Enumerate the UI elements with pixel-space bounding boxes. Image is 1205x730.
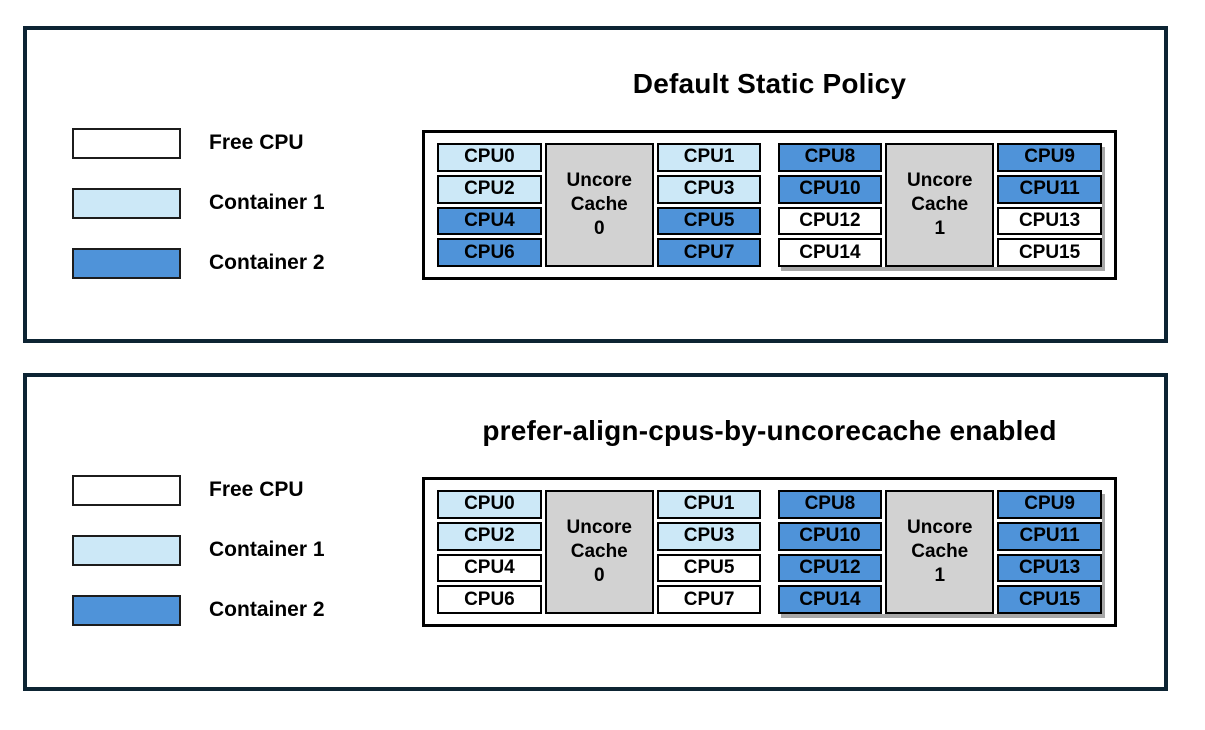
panel-title: prefer-align-cpus-by-uncorecache enabled — [482, 415, 1057, 446]
cpu-cell: CPU14 — [777, 585, 883, 614]
uncore-cache-label-line: Cache — [570, 194, 628, 216]
legend-label: Container 2 — [209, 251, 325, 274]
cpu-column-right: CPU1 CPU3 CPU5 CPU7 — [656, 490, 762, 614]
cpu-cell: CPU7 — [656, 238, 762, 267]
uncore-cache-block: Uncore Cache 0 — [544, 490, 654, 614]
legend-label: Free CPU — [209, 478, 304, 501]
legend-label: Free CPU — [209, 131, 304, 154]
uncore-cache-label-line: 1 — [934, 564, 946, 586]
cpu-topology-diagram: CPU0 CPU2 CPU4 CPU6 Uncore Cache 0 CPU1 … — [422, 130, 1117, 280]
legend-item-container-1: Container 1 — [72, 187, 325, 219]
uncore-cache-group-1: CPU8 CPU10 CPU12 CPU14 Uncore Cache 1 CP… — [777, 490, 1103, 614]
uncore-cache-group-0: CPU0 CPU2 CPU4 CPU6 Uncore Cache 0 CPU1 … — [437, 143, 762, 267]
cpu-cell: CPU5 — [656, 206, 762, 236]
cpu-column-left: CPU0 CPU2 CPU4 CPU6 — [437, 143, 542, 267]
panel-default-static-policy: Default Static Policy Free CPU Container… — [23, 26, 1168, 343]
legend-label: Container 1 — [209, 191, 325, 214]
cpu-column-right: CPU9 CPU11 CPU13 CPU15 — [997, 143, 1102, 267]
cpu-cell: CPU1 — [656, 143, 762, 172]
cpu-cell: CPU12 — [777, 206, 883, 236]
cpu-cell: CPU8 — [777, 143, 883, 172]
legend: Free CPU Container 1 Container 2 — [72, 127, 325, 307]
cpu-topology-diagram: CPU0 CPU2 CPU4 CPU6 Uncore Cache 0 CPU1 … — [422, 477, 1117, 627]
uncore-cache-label-line: 0 — [593, 564, 605, 586]
cpu-cell: CPU10 — [777, 521, 883, 551]
uncore-cache-block: Uncore Cache 1 — [885, 143, 995, 267]
uncore-cache-label-line: 1 — [934, 217, 946, 239]
cpu-column-left: CPU8 CPU10 CPU12 CPU14 — [777, 143, 883, 267]
uncore-cache-label-line: Uncore — [907, 517, 973, 539]
cpu-cell: CPU14 — [777, 238, 883, 267]
cpu-cell: CPU3 — [656, 174, 762, 204]
uncore-cache-block: Uncore Cache 1 — [885, 490, 995, 614]
legend-swatch-free-cpu — [72, 474, 181, 506]
panel-title: Default Static Policy — [632, 68, 907, 99]
legend-item-container-2: Container 2 — [72, 247, 325, 279]
cpu-cell: CPU6 — [437, 238, 542, 267]
uncore-cache-label-line: Uncore — [566, 170, 632, 192]
legend-swatch-free-cpu — [72, 127, 181, 159]
legend-item-free-cpu: Free CPU — [72, 474, 325, 506]
uncore-cache-label-line: Uncore — [566, 517, 632, 539]
legend-swatch-container-1 — [72, 187, 181, 219]
cpu-cell: CPU2 — [437, 521, 542, 551]
cpu-cell: CPU5 — [656, 553, 762, 583]
cpu-cell: CPU0 — [437, 490, 542, 519]
cpu-column-right: CPU9 CPU11 CPU13 CPU15 — [997, 490, 1102, 614]
cpu-column-right: CPU1 CPU3 CPU5 CPU7 — [656, 143, 762, 267]
cpu-cell: CPU9 — [997, 143, 1102, 172]
uncore-cache-group-1: CPU8 CPU10 CPU12 CPU14 Uncore Cache 1 CP… — [777, 143, 1103, 267]
cpu-cell: CPU2 — [437, 174, 542, 204]
cpu-cell: CPU13 — [997, 206, 1102, 236]
cpu-cell: CPU12 — [777, 553, 883, 583]
cpu-cell: CPU15 — [997, 585, 1102, 614]
legend-item-container-1: Container 1 — [72, 534, 325, 566]
legend-label: Container 2 — [209, 598, 325, 621]
cpu-cell: CPU7 — [656, 585, 762, 614]
cpu-cell: CPU6 — [437, 585, 542, 614]
cpu-cell: CPU9 — [997, 490, 1102, 519]
legend-item-free-cpu: Free CPU — [72, 127, 325, 159]
cpu-cell: CPU1 — [656, 490, 762, 519]
uncore-cache-label-line: 0 — [593, 217, 605, 239]
legend-label: Container 1 — [209, 538, 325, 561]
panel-prefer-align-cpus-by-uncorecache: prefer-align-cpus-by-uncorecache enabled… — [23, 373, 1168, 691]
cpu-cell: CPU3 — [656, 521, 762, 551]
cpu-column-left: CPU8 CPU10 CPU12 CPU14 — [777, 490, 883, 614]
legend-item-container-2: Container 2 — [72, 594, 325, 626]
cpu-cell: CPU11 — [997, 174, 1102, 204]
cpu-cell: CPU4 — [437, 206, 542, 236]
uncore-cache-group-0: CPU0 CPU2 CPU4 CPU6 Uncore Cache 0 CPU1 … — [437, 490, 762, 614]
cpu-cell: CPU8 — [777, 490, 883, 519]
cpu-cell: CPU11 — [997, 521, 1102, 551]
legend-swatch-container-1 — [72, 534, 181, 566]
legend-swatch-container-2 — [72, 594, 181, 626]
uncore-cache-label-line: Cache — [911, 194, 969, 216]
cpu-cell: CPU10 — [777, 174, 883, 204]
uncore-cache-block: Uncore Cache 0 — [544, 143, 654, 267]
uncore-cache-label-line: Cache — [570, 541, 628, 563]
cpu-cell: CPU4 — [437, 553, 542, 583]
cpu-cell: CPU0 — [437, 143, 542, 172]
cpu-cell: CPU13 — [997, 553, 1102, 583]
cpu-cell: CPU15 — [997, 238, 1102, 267]
uncore-cache-label-line: Cache — [911, 541, 969, 563]
legend: Free CPU Container 1 Container 2 — [72, 474, 325, 654]
legend-swatch-container-2 — [72, 247, 181, 279]
cpu-column-left: CPU0 CPU2 CPU4 CPU6 — [437, 490, 542, 614]
uncore-cache-label-line: Uncore — [907, 170, 973, 192]
